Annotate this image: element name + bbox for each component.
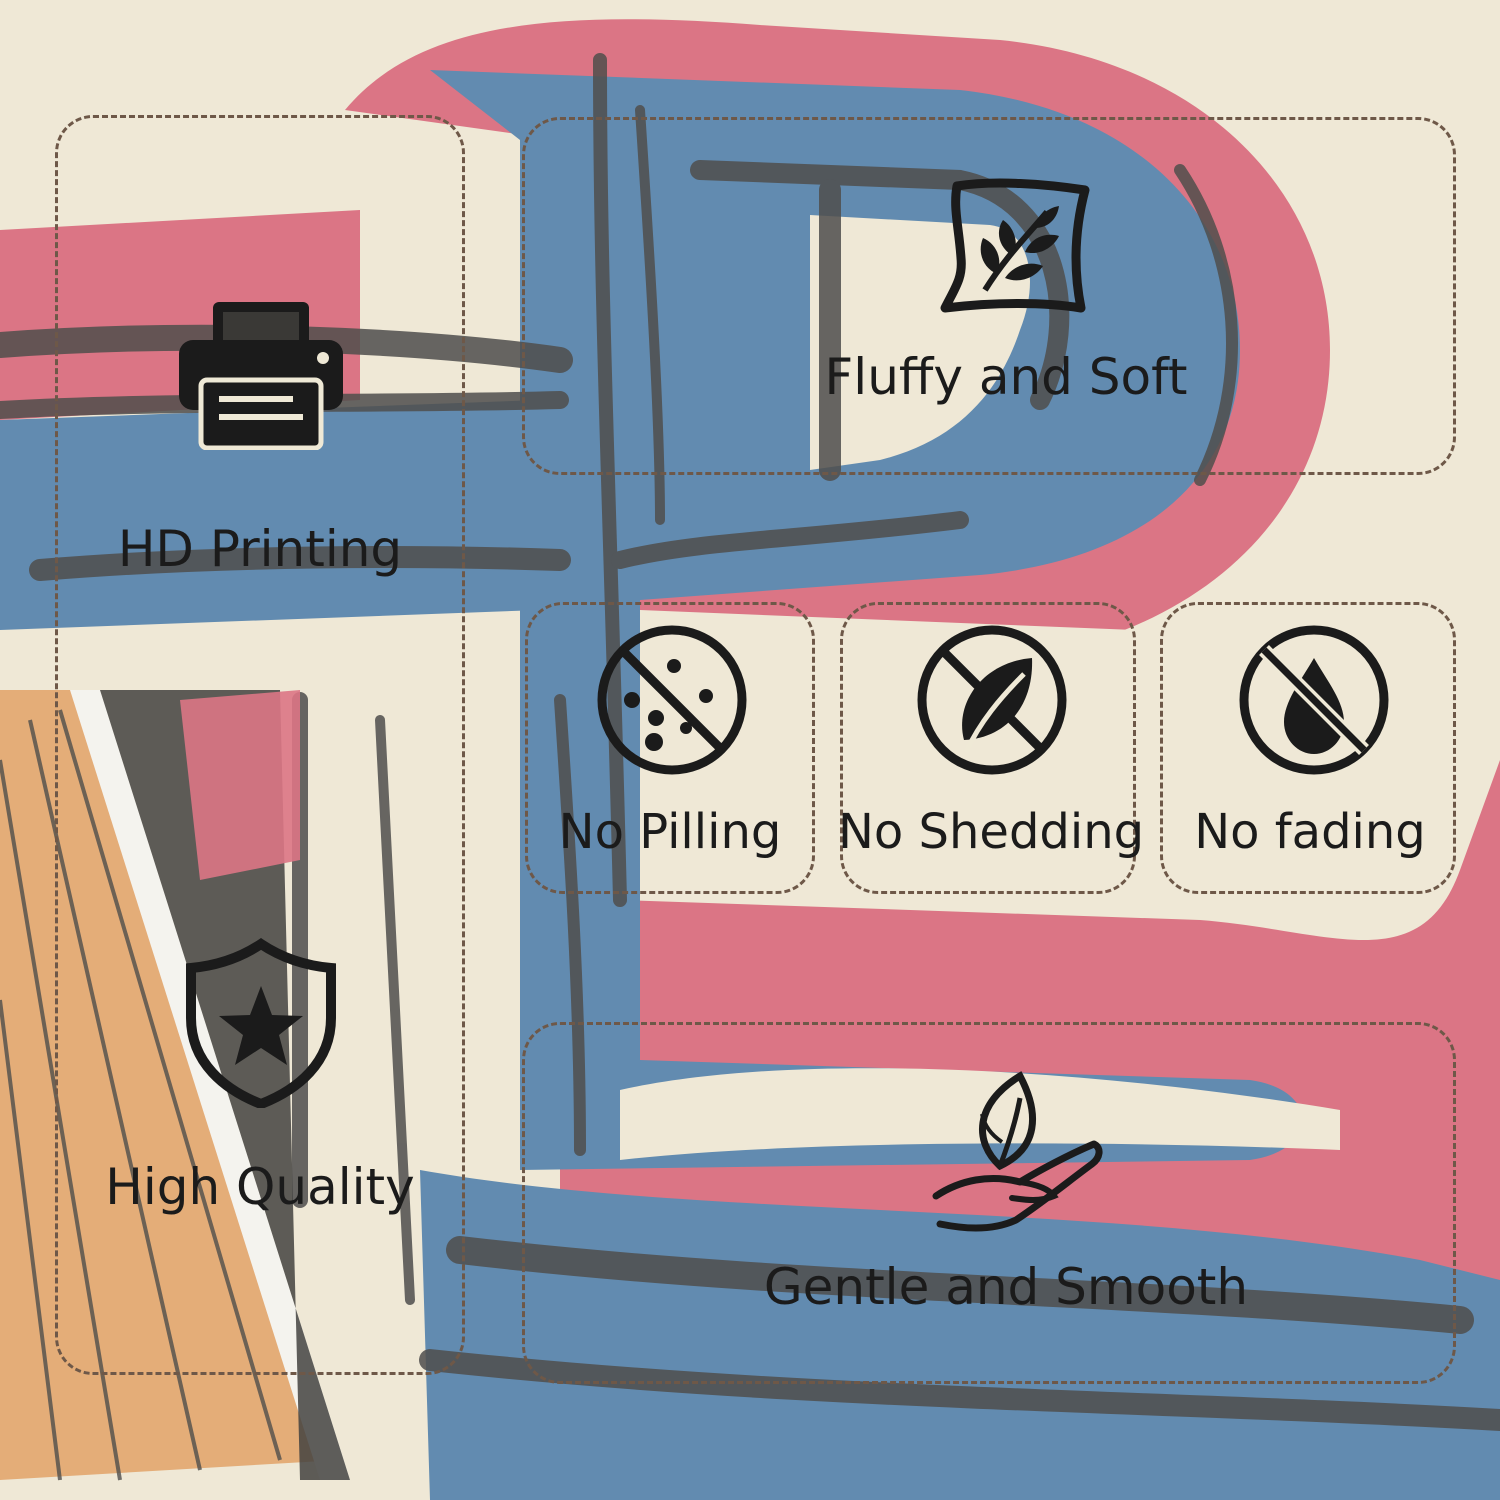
feature-label-fluffy-soft: Fluffy and Soft <box>824 348 1188 406</box>
letter-counter <box>810 215 1030 470</box>
white-stripe <box>70 690 350 1480</box>
feature-label-no-shedding: No Shedding <box>838 804 1145 860</box>
feature-label-no-pilling: No Pilling <box>558 804 782 860</box>
feature-label-high-quality: High Quality <box>105 1158 415 1216</box>
printer-icon <box>179 302 343 450</box>
feature-label-gentle-smooth: Gentle and Smooth <box>763 1258 1249 1316</box>
no-shedding-icon <box>917 625 1067 775</box>
panel-gentle-smooth <box>522 1022 1456 1384</box>
cream-center <box>640 610 1380 900</box>
panel-fluffy-soft <box>522 117 1456 475</box>
leaf-sheet-icon <box>940 178 1090 313</box>
cream-band <box>620 1068 1340 1160</box>
no-pilling-icon <box>597 625 747 775</box>
feature-label-hd-printing: HD Printing <box>117 520 403 578</box>
blue-letter-shape <box>430 70 1303 1170</box>
panel-no-fading <box>1160 602 1456 894</box>
panel-no-pilling <box>525 602 815 894</box>
hand-leaf-icon <box>932 1071 1103 1232</box>
panel-no-shedding <box>840 602 1136 894</box>
orange-stripes <box>0 709 282 1481</box>
shield-star-icon <box>186 938 336 1108</box>
feature-label-no-fading: No fading <box>1194 804 1426 860</box>
no-fading-icon <box>1239 625 1389 775</box>
panel-left <box>55 115 465 1375</box>
red-patch <box>180 690 300 880</box>
